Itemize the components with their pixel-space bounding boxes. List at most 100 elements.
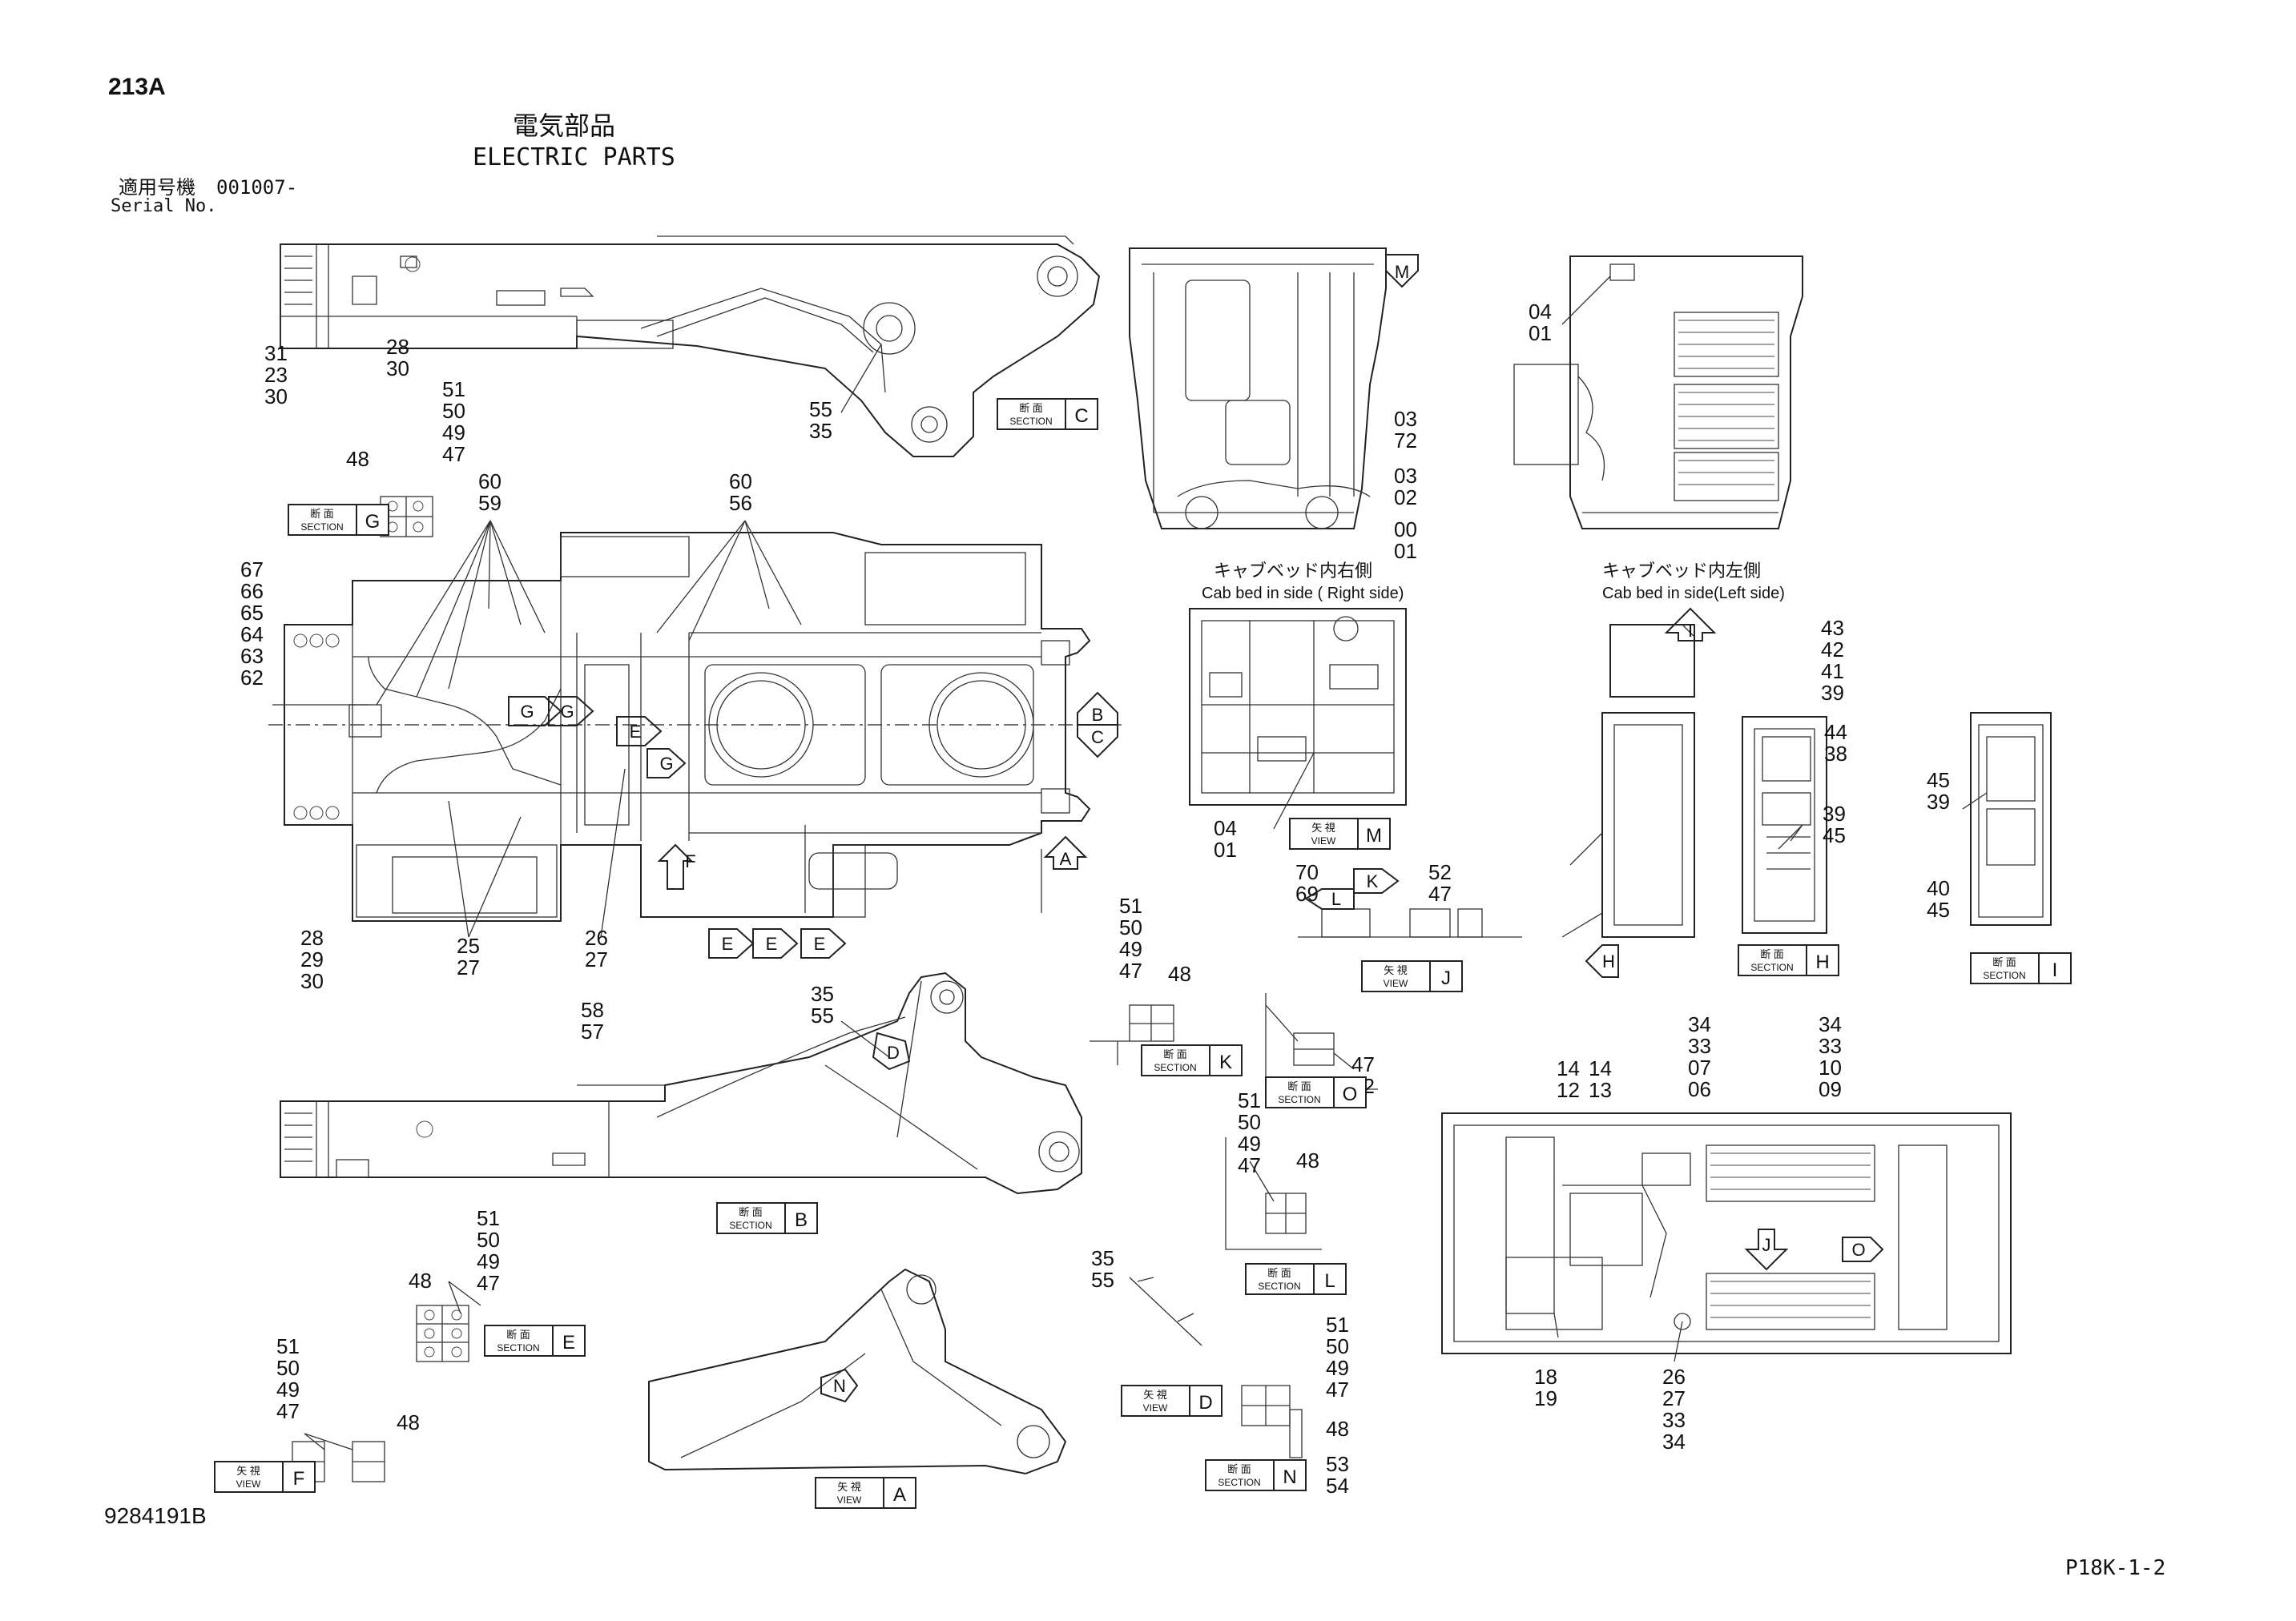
view-arrow-k: K [1353, 868, 1400, 894]
callout-number: 33 [1819, 1034, 1842, 1058]
svg-text:K: K [1219, 1052, 1232, 1073]
callout-number: 39 [1823, 802, 1846, 826]
svg-text:A: A [893, 1484, 906, 1506]
svg-text:D: D [1198, 1392, 1212, 1414]
svg-text:SECTION: SECTION [1218, 1477, 1260, 1488]
svg-text:C: C [1091, 727, 1104, 747]
section-label-h: 断 面 SECTION H [1738, 944, 1839, 976]
callout-number: 47 [1351, 1052, 1375, 1076]
callout-group: 48 [346, 447, 369, 471]
svg-text:断 面: 断 面 [1267, 1267, 1291, 1279]
title-jp: 電気部品 [513, 111, 615, 140]
callout-number: 50 [477, 1228, 500, 1252]
callout-number: 03 [1394, 407, 1417, 431]
svg-text:断 面: 断 面 [1992, 956, 2016, 968]
callout-number: 01 [1394, 539, 1417, 563]
callout-number: 50 [276, 1356, 300, 1380]
svg-text:J: J [1441, 967, 1451, 989]
callout-number: 26 [1662, 1365, 1686, 1389]
callout-number: 23 [264, 363, 288, 387]
svg-text:F: F [685, 851, 695, 871]
callout-number: 35 [809, 419, 832, 443]
svg-text:J: J [1762, 1235, 1771, 1255]
svg-text:48: 48 [1168, 962, 1191, 986]
svg-text:D: D [887, 1043, 900, 1063]
callout-number: 07 [1688, 1056, 1711, 1080]
section-label-o: 断 面 SECTION O [1265, 1076, 1367, 1108]
callout-number: 00 [1394, 517, 1417, 541]
callout-number: 42 [1821, 638, 1844, 662]
cab-right-caption-en: Cab bed in side ( Right side) [1202, 585, 1404, 602]
callout-number: 28 [300, 926, 324, 950]
section-label-b: 断 面 SECTION B [716, 1202, 818, 1234]
svg-text:F: F [293, 1468, 305, 1490]
svg-text:断 面: 断 面 [739, 1206, 763, 1218]
callout-number: 33 [1662, 1408, 1686, 1432]
svg-text:G: G [520, 702, 534, 722]
view-arrow-o: O [1842, 1237, 1884, 1262]
callout-number: 49 [442, 420, 465, 444]
callout-number: 47 [276, 1399, 300, 1423]
callout-number: 40 [1927, 876, 1950, 900]
callout-number: 48 [397, 1410, 420, 1434]
callout-number: 60 [729, 469, 752, 493]
callout-number: 34 [1819, 1012, 1842, 1036]
svg-text:H: H [1602, 951, 1615, 971]
view-arrow-e3: E [800, 928, 847, 959]
callout-number: 56 [729, 491, 752, 515]
svg-text:M: M [1395, 262, 1409, 282]
callout-number: 50 [442, 399, 465, 423]
svg-text:矢 視: 矢 視 [837, 1481, 861, 1493]
callout-number: 55 [1091, 1268, 1114, 1292]
callout-number: 64 [240, 622, 264, 646]
section-n-bracket [1241, 1385, 1303, 1458]
callout-number: 48 [1168, 962, 1191, 986]
callout-number: 55 [811, 1004, 834, 1028]
svg-text:断 面: 断 面 [310, 508, 334, 520]
svg-text:断 面: 断 面 [1287, 1080, 1311, 1092]
svg-text:断 面: 断 面 [1760, 948, 1784, 960]
serial-label-jp: 適用号機 [119, 177, 195, 199]
svg-text:E: E [766, 934, 778, 954]
svg-text:L: L [1331, 889, 1341, 909]
callout-number: 45 [1927, 768, 1950, 792]
view-arrow-e: E [616, 716, 663, 746]
view-arrow-i: I [1664, 607, 1717, 642]
callout-number: 34 [1662, 1430, 1686, 1454]
callout-number: 01 [1214, 838, 1237, 862]
svg-text:矢 視: 矢 視 [1311, 822, 1335, 834]
section-l-bracket [1225, 1137, 1322, 1250]
callout-number: 31 [264, 341, 288, 365]
title-en: ELECTRIC PARTS [473, 143, 675, 171]
view-arrow-g1: G [508, 696, 562, 726]
callout-number: 41 [1821, 659, 1844, 683]
section-k-bracket [1090, 1004, 1174, 1065]
view-arrow-h: H [1585, 944, 1619, 978]
